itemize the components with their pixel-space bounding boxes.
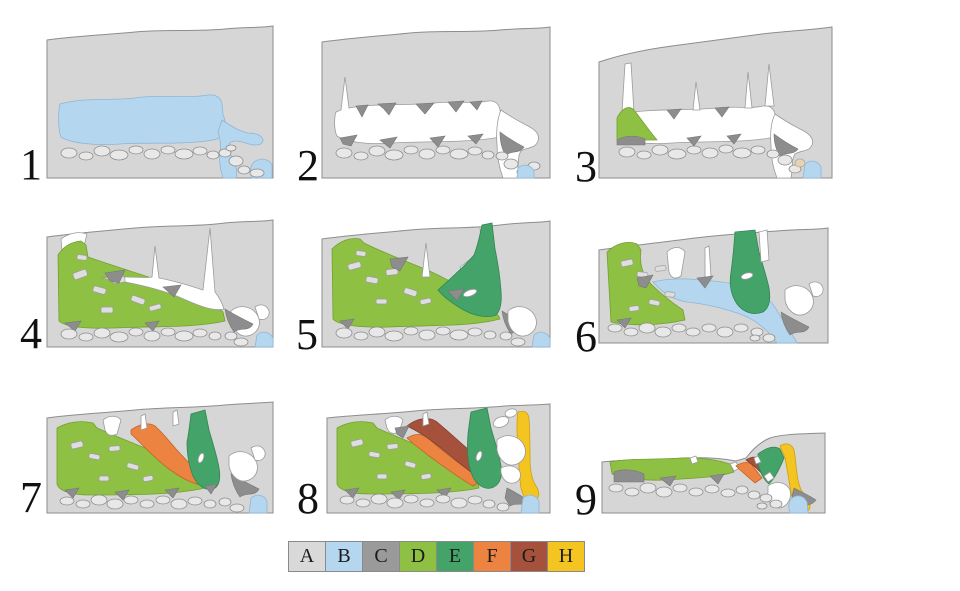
panel-stage-3 <box>597 22 834 185</box>
weathered-residue <box>616 274 810 336</box>
panel-stage-8 <box>325 400 552 520</box>
legend-item-h: H <box>547 541 585 572</box>
legend-item-a: A <box>288 541 326 572</box>
second-fill <box>186 409 221 490</box>
floor-pebbles <box>59 494 245 513</box>
stage-3-illustration <box>598 26 833 179</box>
weathered-residue <box>616 106 799 157</box>
stage-4-illustration <box>46 219 274 348</box>
residual-wedges <box>729 446 785 485</box>
water-remnant <box>248 494 268 514</box>
air-space <box>496 435 526 484</box>
panel-stage-1 <box>45 20 275 185</box>
ceiling-breaks <box>102 409 180 436</box>
entrance-talus-cone <box>616 107 658 141</box>
legend-item-g: G <box>510 541 548 572</box>
ceiling-breaks <box>384 408 518 434</box>
embedded-blocks <box>350 438 432 480</box>
water-remnant <box>520 494 540 514</box>
floor-pebbles <box>60 144 265 178</box>
stage-1-illustration <box>46 25 274 179</box>
water-filled-passage <box>58 94 273 179</box>
panel-stage-7 <box>45 398 275 520</box>
weathered-residue <box>64 269 254 333</box>
stage-7-illustration <box>46 401 274 514</box>
second-fill <box>729 229 771 314</box>
legend-item-b: B <box>325 541 363 572</box>
water-remnant <box>531 331 551 348</box>
embedded-blocks <box>620 258 676 312</box>
embedded-blocks <box>70 440 154 482</box>
stage-8-illustration <box>326 403 551 514</box>
stage-5-illustration <box>321 220 551 348</box>
floor-pebbles <box>607 322 776 343</box>
stage-number-7: 7 <box>20 473 42 522</box>
floor-pebbles <box>335 326 526 347</box>
water-remnant <box>802 160 822 179</box>
floor-pebbles <box>608 482 783 510</box>
legend-item-e: E <box>436 541 474 572</box>
panel-stage-5 <box>320 215 552 354</box>
water-channel <box>788 495 809 514</box>
panel-stage-4 <box>45 215 275 354</box>
stage-number-1: 1 <box>20 140 42 189</box>
stage-6-illustration <box>598 227 829 344</box>
weathered-residue <box>339 100 525 156</box>
embedded-blocks <box>347 250 432 305</box>
floor-pebbles <box>618 144 806 174</box>
stage-number-8: 8 <box>297 474 319 523</box>
stage-number-5: 5 <box>296 310 318 359</box>
floor-pebbles <box>339 493 510 512</box>
legend-item-d: D <box>399 541 437 572</box>
stage-number-6: 6 <box>575 312 597 361</box>
stage-number-9: 9 <box>575 475 597 524</box>
stage-2-illustration <box>321 26 551 179</box>
panel-stage-9 <box>600 430 827 520</box>
stage-number-4: 4 <box>20 309 42 358</box>
floor-pebbles <box>60 327 249 347</box>
water-remnant <box>254 331 274 348</box>
weathered-residue <box>613 469 817 508</box>
stage-number-2: 2 <box>297 141 319 190</box>
panel-stage-6 <box>597 220 830 350</box>
ceiling-breaks <box>666 229 770 279</box>
air-space <box>507 306 537 337</box>
stage-9-illustration <box>601 432 826 514</box>
color-legend: A B C D E F G H <box>288 541 585 572</box>
legend-item-f: F <box>473 541 511 572</box>
legend-item-c: C <box>362 541 400 572</box>
panel-stage-2 <box>320 20 552 185</box>
air-space <box>228 445 266 482</box>
air-space <box>784 281 824 316</box>
stage-number-3: 3 <box>575 142 597 191</box>
water-remnant <box>516 164 535 179</box>
